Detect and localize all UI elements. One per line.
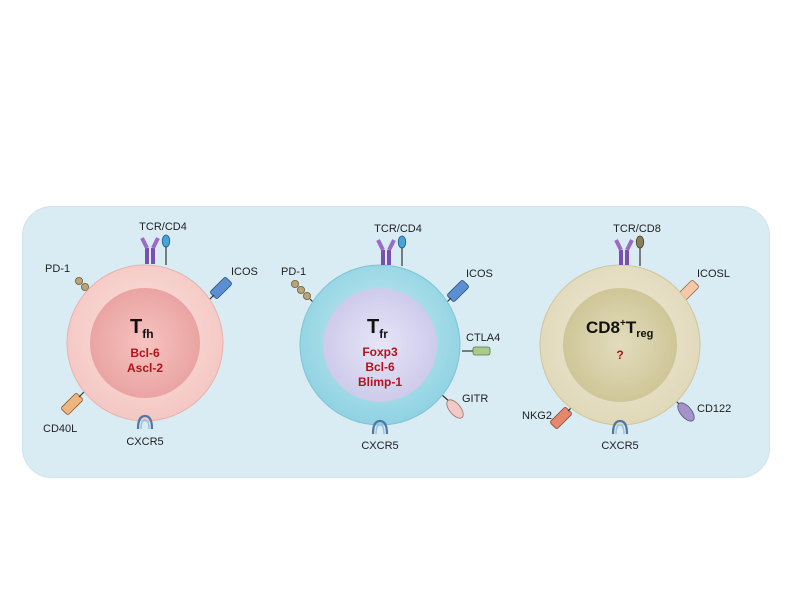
- tfh-factor-bcl6: Bcl-6: [130, 346, 160, 360]
- cd8-treg-tcr-label: TCR/CD8: [613, 223, 661, 235]
- tfr-tcr-label: TCR/CD4: [374, 223, 422, 235]
- cell-tfr: Tfr Foxp3 Bcl-6 Blimp-1 TCR/CD4 PD-1 ICO…: [281, 223, 500, 452]
- cd8-treg-factor-unknown: ?: [616, 348, 623, 362]
- cd40l-receptor: [61, 389, 87, 415]
- cd8-treg-title: CD8+Treg: [586, 318, 653, 340]
- tfr-factor-foxp3: Foxp3: [362, 345, 398, 359]
- tfh-tcr-label: TCR/CD4: [139, 221, 187, 233]
- tfr-gitr-label: GITR: [462, 393, 488, 405]
- tfr-factor-blimp1: Blimp-1: [358, 375, 402, 389]
- tfr-cxcr5-label: CXCR5: [361, 440, 398, 452]
- icos-receptor: [206, 277, 232, 303]
- tcr-cd4-receptor: [140, 234, 171, 265]
- gitr-receptor: [441, 394, 464, 419]
- tfr-title: Tfr: [367, 316, 388, 341]
- cd8-treg-nkg2-label: NKG2: [522, 410, 552, 422]
- tfh-cxcr5-label: CXCR5: [126, 436, 163, 448]
- tfr-pd1-label: PD-1: [281, 266, 306, 278]
- tcr-cd4-receptor: [376, 235, 407, 266]
- icos-receptor: [443, 280, 469, 306]
- tfr-icos-label: ICOS: [466, 268, 493, 280]
- tfr-factor-bcl6: Bcl-6: [365, 360, 395, 374]
- cd8-treg-cd122-label: CD122: [697, 403, 731, 415]
- tfh-title: Tfh: [130, 316, 154, 341]
- tfr-ctla4-label: CTLA4: [466, 332, 500, 344]
- tfh-factor-ascl2: Ascl-2: [127, 361, 163, 375]
- ctla4-receptor: [462, 346, 491, 356]
- cxcr5-receptor: [371, 419, 389, 435]
- cxcr5-receptor: [136, 414, 154, 430]
- cell-cd8-treg: CD8+Treg ? TCR/CD8 ICOSL CD122 NKG2 CXCR…: [522, 223, 731, 452]
- cd8-treg-cxcr5-label: CXCR5: [601, 440, 638, 452]
- cell-tfh: Tfh Bcl-6 Ascl-2 TCR/CD4 PD-1 ICOS CD40L…: [43, 221, 258, 448]
- tfh-cd40l-label: CD40L: [43, 423, 77, 435]
- tfh-icos-label: ICOS: [231, 266, 258, 278]
- cxcr5-receptor: [611, 419, 629, 435]
- cd8-treg-icosl-label: ICOSL: [697, 268, 730, 280]
- tcr-cd8-receptor: [614, 235, 645, 266]
- tfh-pd1-label: PD-1: [45, 263, 70, 275]
